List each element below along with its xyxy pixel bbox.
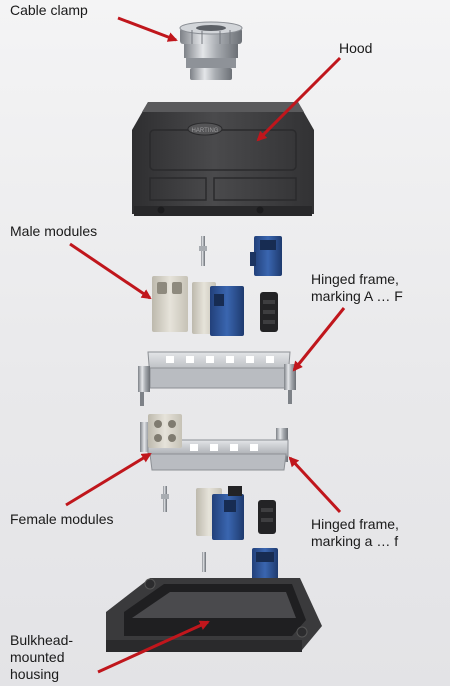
arrow-female-modules: [65, 452, 152, 507]
hood-logo: HARTING: [192, 128, 219, 134]
male-module-beige-blue: [192, 282, 244, 336]
hinged-frame-lower: [140, 414, 289, 471]
bulkhead-housing: [106, 578, 322, 652]
label-hinged-frame-upper: Hinged frame, marking A … F: [311, 271, 403, 304]
female-module-black: [258, 500, 276, 534]
cable-clamp: [179, 21, 243, 80]
male-module-black: [260, 292, 278, 332]
arrow-bulkhead-housing: [97, 620, 210, 674]
arrow-hinged-frame-lower: [288, 456, 342, 514]
label-bulkhead-housing: Bulkhead- mounted housing: [10, 632, 74, 682]
male-contact-pin: [199, 236, 207, 266]
arrow-hood: [256, 56, 342, 142]
arrow-male-modules: [69, 242, 152, 300]
arrow-cable-clamp: [117, 16, 178, 42]
female-module-group: [196, 486, 244, 540]
label-hood: Hood: [339, 40, 373, 56]
arrow-hinged-frame-upper: [292, 307, 346, 372]
label-hinged-frame-lower: Hinged frame, marking a … f: [311, 516, 399, 549]
male-module-beige: [152, 276, 188, 332]
hinged-frame-upper: [138, 351, 296, 406]
label-female-modules: Female modules: [10, 511, 114, 527]
label-cable-clamp: Cable clamp: [10, 2, 88, 18]
female-contact-pin: [161, 486, 169, 512]
label-male-modules: Male modules: [10, 223, 98, 239]
pointer-arrows: [65, 16, 346, 674]
blue-module-upper: [250, 236, 282, 276]
hood: HARTING: [132, 102, 314, 216]
